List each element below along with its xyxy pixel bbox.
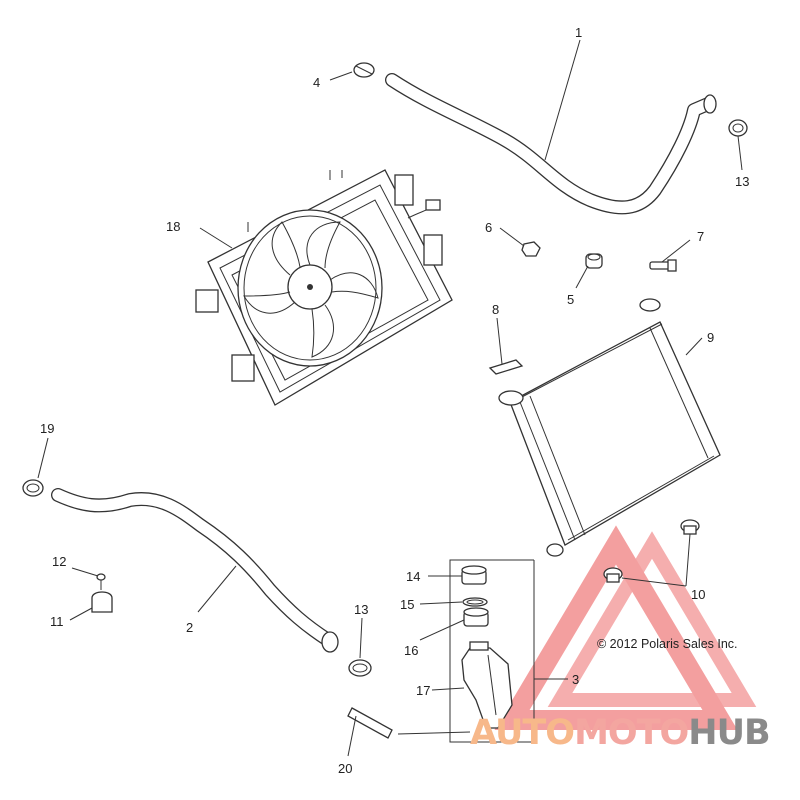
callout-13-top: 13 (735, 174, 749, 189)
callout-20: 20 (338, 761, 352, 776)
callout-16: 16 (404, 643, 418, 658)
watermark-text: AUTOMOTOHUB (470, 713, 771, 753)
bolt-7 (649, 259, 677, 272)
callout-17: 17 (416, 683, 430, 698)
coolant-reservoir (461, 641, 513, 729)
callout-6: 6 (485, 220, 492, 235)
overflow-hose (347, 707, 393, 739)
callout-5: 5 (567, 292, 574, 307)
copyright-notice: © 2012 Polaris Sales Inc. (597, 637, 738, 651)
watermark-auto: AUTO (470, 713, 575, 753)
callout-7: 7 (697, 229, 704, 244)
watermark-hub: HUB (688, 713, 770, 753)
screw-12 (96, 573, 106, 590)
leader-lines (37, 39, 743, 757)
callout-9: 9 (707, 330, 714, 345)
callout-10: 10 (691, 587, 705, 602)
upper-hose (385, 73, 717, 215)
hose-clamp-13-bottom (348, 659, 372, 677)
reservoir-cap (461, 565, 487, 585)
callout-18: 18 (166, 219, 180, 234)
callout-15: 15 (400, 597, 414, 612)
callout-19: 19 (40, 421, 54, 436)
callout-4: 4 (313, 75, 320, 90)
hose-clamp-13-top (728, 119, 748, 137)
hose-clamp-4 (353, 62, 375, 78)
filler-neck (463, 607, 489, 627)
lower-hose (51, 488, 339, 653)
seal-ring (462, 597, 488, 607)
bracket-8 (488, 359, 524, 375)
coolant-kit-box (449, 559, 535, 743)
callout-1: 1 (575, 25, 582, 40)
watermark-logo (494, 525, 757, 730)
callout-14: 14 (406, 569, 420, 584)
callout-2: 2 (186, 620, 193, 635)
hose-clamp-19 (22, 479, 44, 497)
callout-3: 3 (572, 672, 579, 687)
clip-11 (91, 591, 113, 613)
callout-13-bottom: 13 (354, 602, 368, 617)
callout-8: 8 (492, 302, 499, 317)
callout-12: 12 (52, 554, 66, 569)
cooling-fan (237, 209, 383, 367)
grommet-5 (585, 253, 603, 269)
grommet-10 (603, 519, 700, 583)
nut-6 (521, 241, 541, 257)
callout-11: 11 (50, 614, 64, 629)
radiator (498, 298, 721, 557)
watermark-moto: MOTO (574, 713, 689, 753)
callout-labels: 1 4 13 18 6 7 5 8 9 19 12 14 10 15 13 11… (40, 25, 749, 776)
